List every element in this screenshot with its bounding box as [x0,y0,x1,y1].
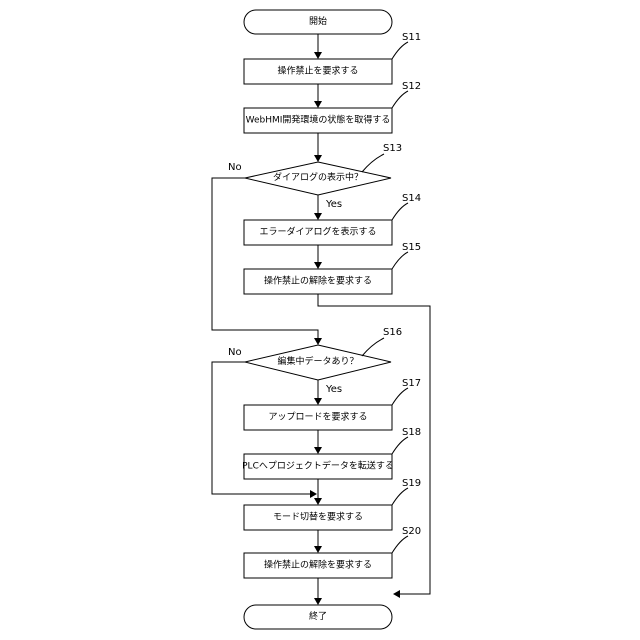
step-s19: モード切替を要求する S19 [244,478,421,530]
step-s14-text: エラーダイアログを表示する [259,226,376,238]
step-s11: 操作禁止を要求する S11 [244,32,421,84]
decision-s13-yes-label: Yes [325,199,342,210]
step-s18-id: S18 [402,427,421,438]
step-s17-text: アップロードを要求する [268,411,367,423]
decision-s16-id: S16 [383,327,402,338]
step-s20: 操作禁止の解除を要求する S20 [244,526,421,578]
step-s15-leader [392,252,408,269]
decision-s13-text: ダイアログの表示中？ [273,171,363,183]
step-s15: 操作禁止の解除を要求する S15 [244,242,421,294]
decision-s16-yes-label: Yes [325,384,342,395]
step-s18-leader [392,437,408,454]
decision-s16: 編集中データあり？ S16 No Yes [228,327,402,395]
edge-s13-no-to-s16 [212,178,318,344]
decision-s13-leader [362,154,384,172]
step-s19-leader [392,488,408,505]
step-s20-leader [392,536,408,553]
step-s11-id: S11 [402,32,421,43]
start-label: 開始 [309,15,327,27]
step-s18-text: PLCへプロジェクトデータを転送する [242,460,394,472]
decision-s13: ダイアログの表示中？ S13 No Yes [228,143,402,210]
step-s20-id: S20 [402,526,421,537]
start-terminal: 開始 [244,10,392,34]
step-s12-text: WebHMI開発環境の状態を取得する [246,114,391,126]
decision-s13-id: S13 [383,143,402,154]
step-s20-text: 操作禁止の解除を要求する [264,559,372,571]
step-s19-id: S19 [402,478,421,489]
decision-s16-text: 編集中データあり？ [277,355,358,367]
step-s12-id: S12 [402,81,421,92]
decision-s16-leader [362,338,384,356]
step-s19-text: モード切替を要求する [273,511,363,523]
step-s17-leader [392,388,408,405]
step-s12: WebHMI開発環境の状態を取得する S12 [244,81,421,133]
step-s11-leader [392,42,408,59]
step-s17-id: S17 [402,378,421,389]
decision-s13-no-label: No [228,162,242,173]
end-terminal: 終了 [244,605,392,629]
step-s12-leader [392,91,408,108]
step-s14-id: S14 [402,193,421,204]
step-s18: PLCへプロジェクトデータを転送する S18 [242,427,421,479]
step-s15-id: S15 [402,242,421,253]
edge-s15-to-end [318,294,430,594]
step-s14-leader [392,203,408,220]
decision-s16-no-label: No [228,347,242,358]
end-label: 終了 [309,610,327,622]
step-s15-text: 操作禁止の解除を要求する [264,275,372,287]
step-s11-text: 操作禁止を要求する [277,65,358,77]
